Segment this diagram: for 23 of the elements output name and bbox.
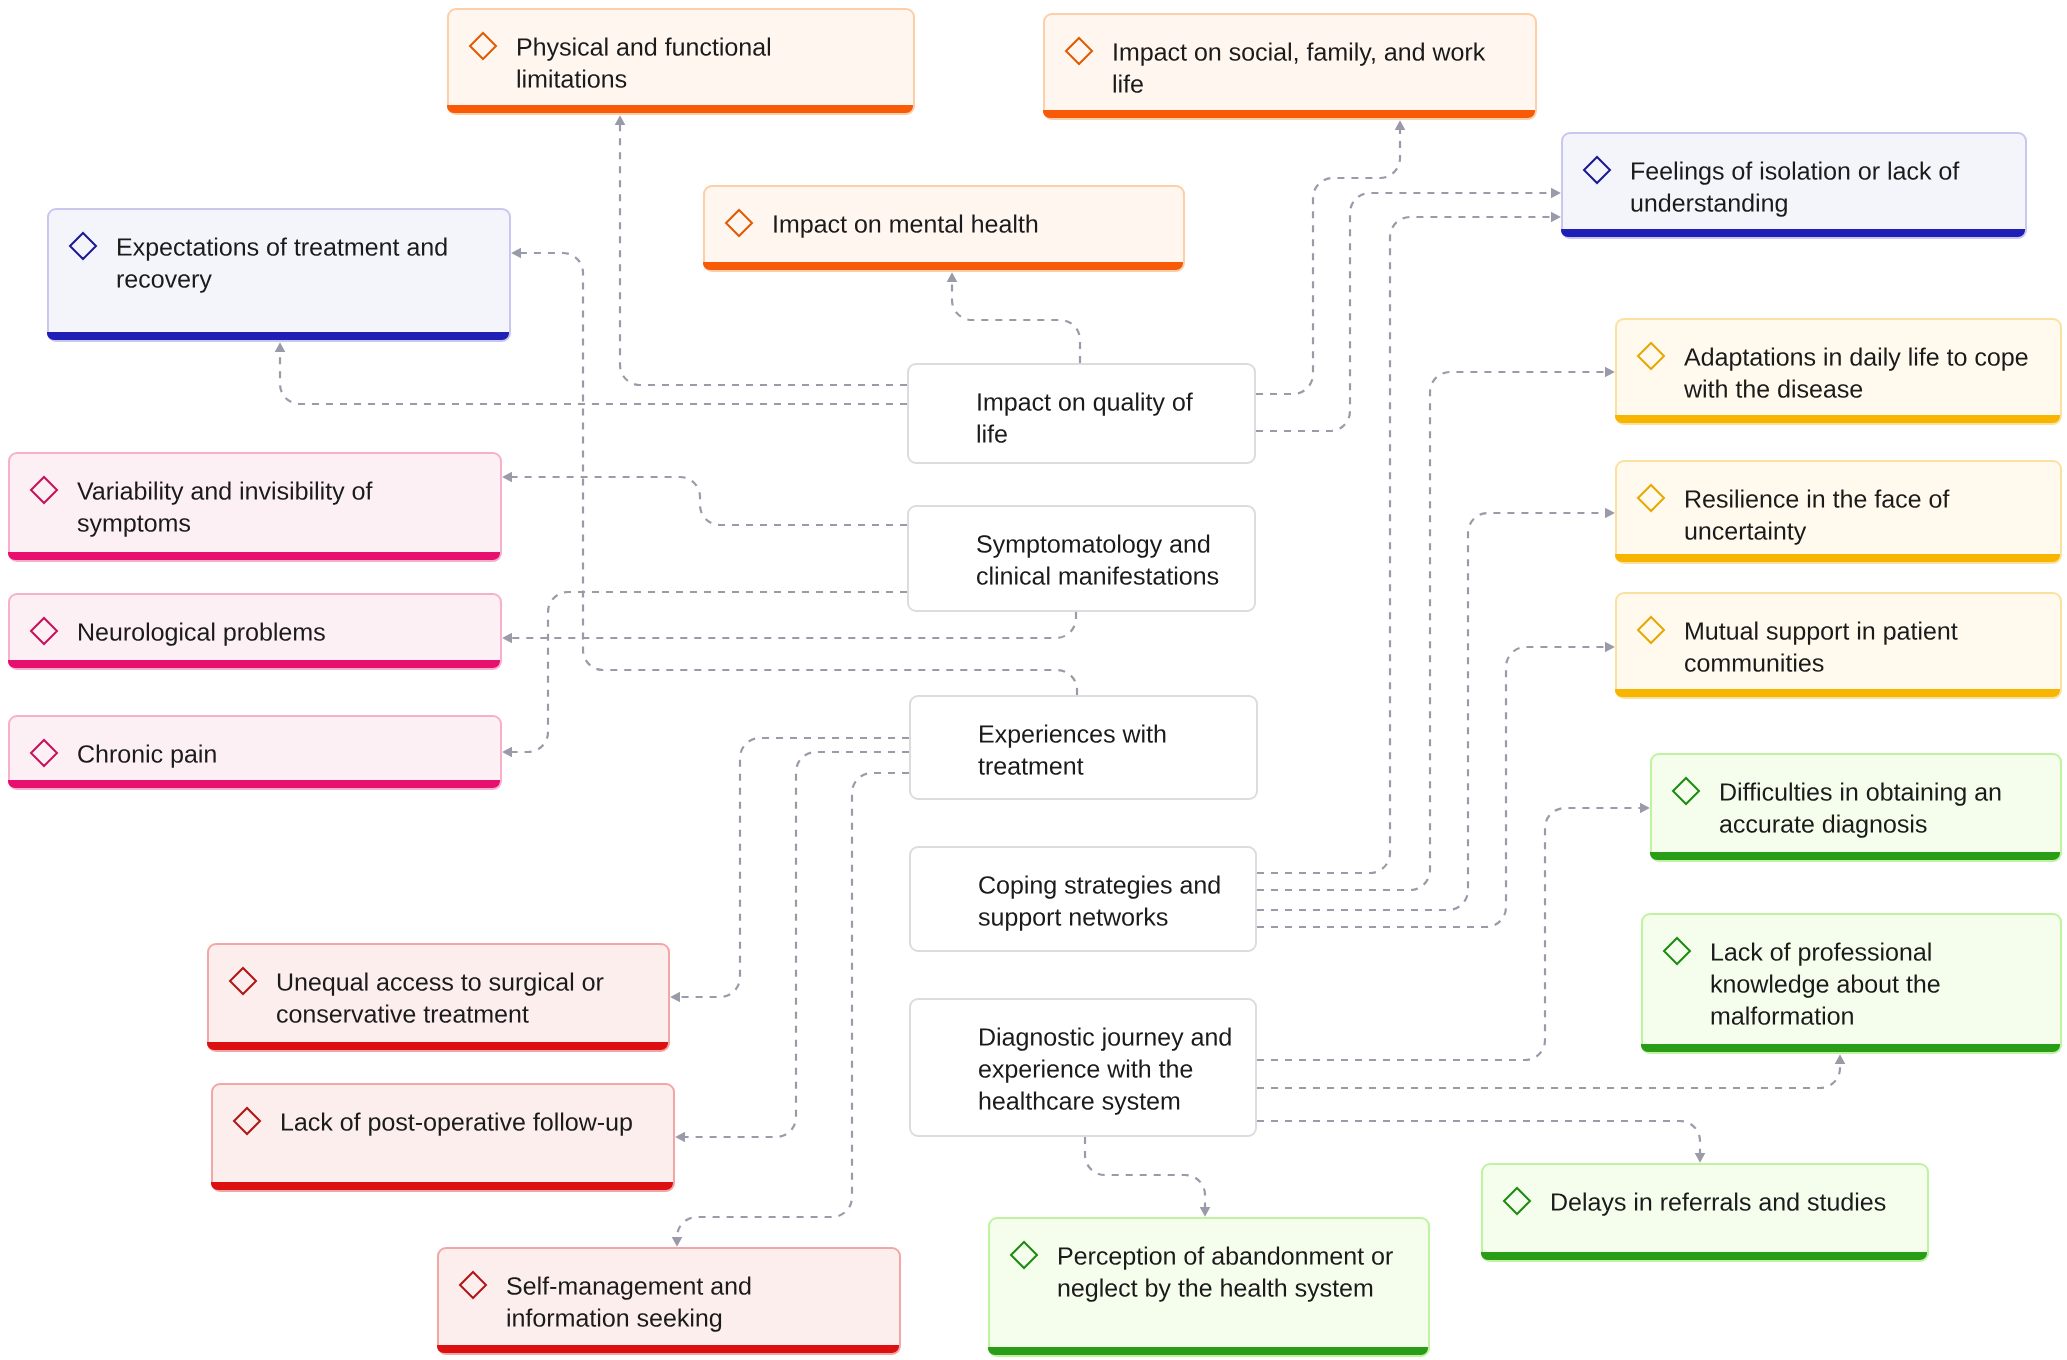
subtheme-box: Physical and functional limitations — [447, 8, 915, 115]
subtheme-box: Resilience in the face of uncertainty — [1615, 460, 2062, 564]
subtheme-box: Expectations of treatment and recovery — [47, 208, 511, 342]
subtheme-box: Unequal access to surgical or conservative treatment — [207, 943, 670, 1052]
subtheme-box: Perception of abandonment or neglect by the health system — [988, 1217, 1430, 1357]
subtheme-box: Mutual support in patient communities — [1615, 592, 2062, 699]
theme-box: Diagnostic journey and experience with the healthcare system — [909, 998, 1257, 1137]
subtheme-box: Impact on mental health — [703, 185, 1185, 272]
theme-box: Impact on quality of life — [907, 363, 1256, 464]
theme-box: Symptomatology and clinical manifestations — [907, 505, 1256, 612]
subtheme-box: Chronic pain — [8, 715, 502, 790]
subtheme-box: Self-management and information seeking — [437, 1247, 901, 1355]
subtheme-box: Variability and invisibility of symptoms — [8, 452, 502, 562]
subtheme-box: Neurological problems — [8, 593, 502, 670]
theme-box: Experiences with treatment — [909, 695, 1258, 800]
theme-box: Coping strategies and support networks — [909, 846, 1257, 952]
subtheme-box: Adaptations in daily life to cope with the disease — [1615, 318, 2062, 425]
subtheme-box: Delays in referrals and studies — [1481, 1163, 1929, 1262]
subtheme-box: Impact on social, family, and work life — [1043, 13, 1537, 120]
subtheme-box: Feelings of isolation or lack of understanding — [1561, 132, 2027, 239]
subtheme-box: Lack of post-operative follow-up — [211, 1083, 675, 1192]
subtheme-box: Difficulties in obtaining an accurate diagnosis — [1650, 753, 2062, 862]
subtheme-box: Lack of professional knowledge about the malformation — [1641, 913, 2062, 1054]
